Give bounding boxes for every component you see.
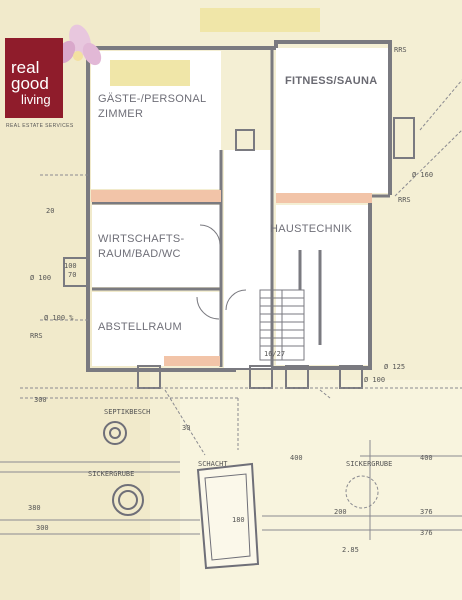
- logo-subtitle: REAL ESTATE SERVICES: [6, 123, 74, 129]
- room-guest-line1: GÄSTE-/PERSONAL: [98, 93, 207, 105]
- yellow-accents: [110, 8, 320, 86]
- drainage-lines: [20, 79, 462, 456]
- dim-200: 200: [334, 508, 347, 516]
- room-storage: ABSTELLRAUM: [98, 321, 182, 333]
- dim-180: 180: [232, 516, 245, 524]
- dim-rrs-top: RRS: [394, 46, 407, 54]
- staircase: [259, 289, 305, 361]
- septic-tank: [103, 421, 127, 445]
- logo-line-1: real: [11, 58, 40, 77]
- brand-logo: real good living: [5, 38, 63, 118]
- dim-d100-left: Ø 100: [30, 274, 51, 282]
- door-swings: [196, 224, 247, 320]
- dim-285: 2.85: [342, 546, 359, 554]
- dim-376a: 376: [420, 508, 433, 516]
- shaft: [196, 462, 260, 570]
- dim-d160: Ø 160: [412, 171, 433, 179]
- window-frames: [63, 117, 415, 389]
- dim-300-bottom: 300: [36, 524, 49, 532]
- highlight-strips: [91, 190, 372, 366]
- room-house-technic: HAUSTECHNIK: [270, 223, 353, 235]
- label-seepage: SICKERGRUBE: [88, 470, 134, 478]
- label-seepage-right: SICKERGRUBE: [346, 460, 392, 468]
- dim-stair: 16/27: [264, 350, 285, 358]
- dim-d125: Ø 125: [384, 363, 405, 371]
- dim-376b: 376: [420, 529, 433, 537]
- room-guest-staff: GÄSTE-/PERSONAL ZIMMER: [98, 92, 206, 122]
- dim-300-left: 300: [34, 396, 47, 404]
- seepage-pit: [112, 484, 144, 516]
- logo-line-2: good: [11, 74, 49, 93]
- dim-70: 70: [68, 271, 76, 279]
- room-fills: [91, 48, 388, 368]
- building-outline: [86, 40, 392, 372]
- room-utility-line1: WIRTSCHAFTS-: [98, 233, 185, 245]
- dim-20: 20: [46, 207, 54, 215]
- ground-lines: [0, 440, 462, 540]
- dim-100: 100: [64, 262, 77, 270]
- dim-380: 380: [28, 504, 41, 512]
- dim-rrs-left: RRS: [30, 332, 43, 340]
- label-shaft: SCHACHT: [198, 460, 228, 468]
- seepage-pit-right: [345, 475, 379, 509]
- dim-rrs-right: RRS: [398, 196, 411, 204]
- dim-400-mid: 400: [290, 454, 303, 462]
- room-utility: WIRTSCHAFTS- RAUM/BAD/WC: [98, 232, 185, 262]
- dim-d100-mid: Ø 100 %: [44, 314, 74, 322]
- room-utility-line2: RAUM/BAD/WC: [98, 248, 181, 260]
- dim-400-right: 400: [420, 454, 433, 462]
- room-guest-line2: ZIMMER: [98, 108, 144, 120]
- logo-line-3: living: [21, 92, 51, 107]
- room-fitness-sauna: FITNESS/SAUNA: [285, 75, 378, 87]
- dim-d100-right: Ø 100: [364, 376, 385, 384]
- dim-30: 30: [182, 424, 190, 432]
- label-septic: SEPTIKBESCH: [104, 408, 150, 416]
